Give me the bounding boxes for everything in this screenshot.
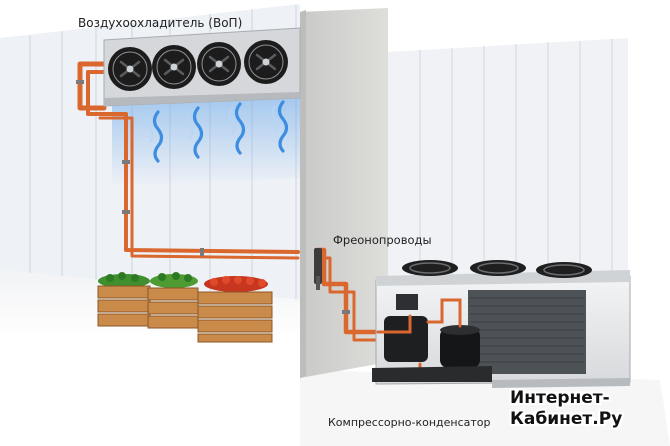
- air-cooler-label: Воздухоохладитель (ВоП): [78, 16, 243, 30]
- outside-wall: [388, 38, 628, 300]
- condensing-unit-label: Компрессорно-конденсатор: [328, 416, 491, 429]
- freon-pipes-label: Фреонопроводы: [333, 233, 432, 247]
- freon-pipes: [77, 61, 381, 342]
- cold-air-flow: [112, 98, 300, 186]
- partition-wall: [300, 8, 388, 378]
- watermark-line-1: Интернет-: [510, 388, 610, 408]
- pipe-clamps: [76, 80, 350, 314]
- outside-floor: [300, 370, 670, 446]
- air-cooler-unit: [103, 27, 301, 107]
- expansion-valve: [314, 248, 322, 290]
- site-watermark: Интернет- Кабинет.Ру: [510, 388, 660, 438]
- watermark-line-2: Кабинет.Ру: [510, 409, 623, 429]
- condensing-unit: [372, 260, 631, 388]
- produce-crates: [97, 272, 273, 343]
